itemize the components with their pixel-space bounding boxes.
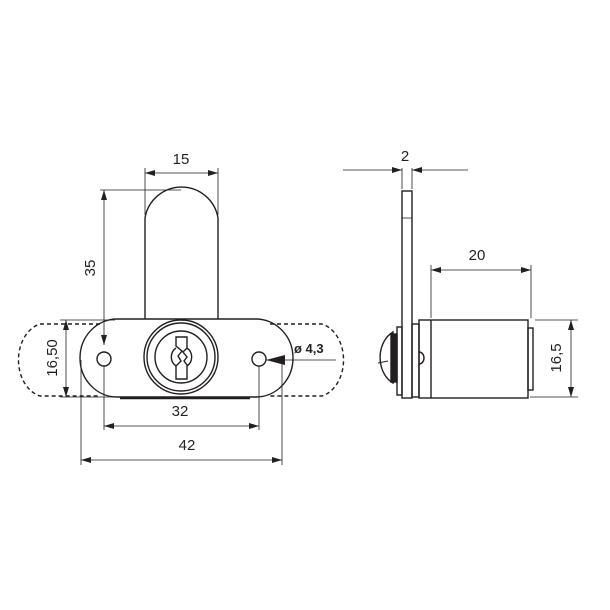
- front-view: [17, 186, 345, 400]
- mounting-hole-right: [251, 351, 267, 367]
- front-view-dimensions: [60, 168, 336, 465]
- retaining-screw: [379, 330, 394, 385]
- cam-blade-side: [401, 190, 413, 399]
- side-view: [377, 190, 534, 399]
- dim-body-diameter: 16,5: [548, 343, 565, 372]
- dim-hole-diameter: ø 4,3: [294, 341, 324, 356]
- mounting-plate: [79, 318, 294, 398]
- dim-plate-height: 16,50: [44, 339, 61, 377]
- cam-blade: [144, 186, 219, 319]
- key-cylinder-outer: [143, 319, 219, 395]
- keyway: [175, 336, 188, 380]
- dim-body-length: 20: [469, 247, 486, 264]
- key-cylinder-inner: [154, 330, 208, 384]
- dashed-mounting-outline: [17, 323, 345, 397]
- lock-body: [418, 319, 529, 399]
- side-view-dimensions: [343, 167, 578, 398]
- plate-side: [396, 326, 403, 396]
- dim-cam-thickness: 2: [401, 148, 409, 165]
- dim-cam-width: 15: [173, 151, 190, 168]
- dim-hole-spacing: 32: [172, 403, 189, 420]
- mounting-hole-left: [96, 351, 112, 367]
- dim-plate-width: 42: [179, 437, 196, 454]
- dim-cam-length: 35: [82, 260, 99, 277]
